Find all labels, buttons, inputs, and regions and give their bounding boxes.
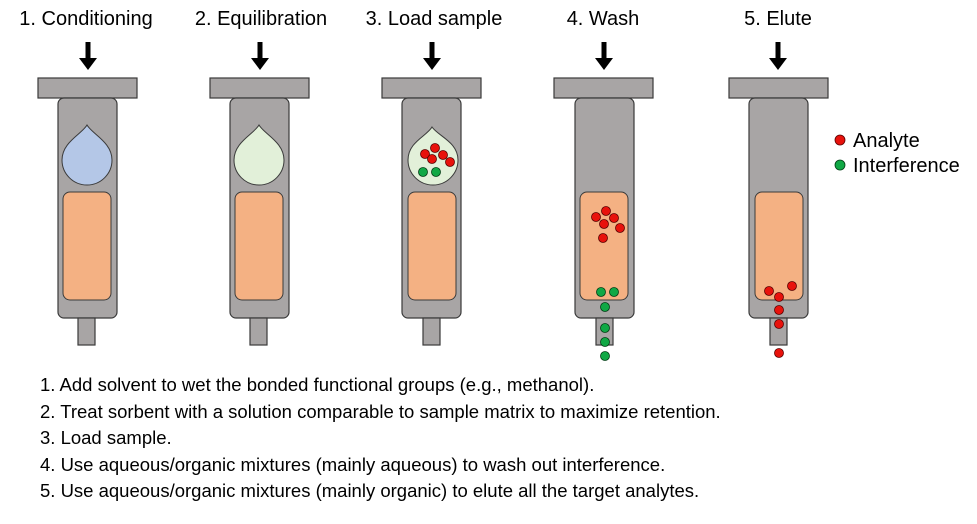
- legend-interference-swatch: [834, 159, 846, 171]
- analyte-dot: [591, 212, 601, 222]
- step-description-5: 5. Use aqueous/organic mixtures (mainly …: [40, 480, 700, 501]
- step-wash: 4. Wash: [553, 8, 654, 361]
- step-title-load-sample: 3. Load sample: [366, 8, 503, 30]
- interference-dot: [600, 302, 610, 312]
- equilibration-solvent-drop: [233, 123, 285, 186]
- sorbent-bed: [407, 191, 457, 301]
- down-arrow-icon: [423, 42, 441, 70]
- cartridge-cap: [37, 77, 138, 99]
- conditioning-solvent-drop: [61, 123, 113, 186]
- cartridge-tip: [77, 317, 96, 346]
- sorbent-bed: [234, 191, 284, 301]
- interference-dot: [600, 323, 610, 333]
- step-conditioning: 1. Conditioning: [19, 8, 153, 346]
- analyte-dot: [601, 206, 611, 216]
- analyte-dot: [599, 219, 609, 229]
- step-description-4: 4. Use aqueous/organic mixtures (mainly …: [40, 453, 666, 475]
- cartridge-tip: [249, 317, 268, 346]
- step-title-elute: 5. Elute: [744, 8, 812, 30]
- analyte-dot: [774, 348, 784, 358]
- analyte-dot: [764, 286, 774, 296]
- analyte-dot: [774, 292, 784, 302]
- interference-dot: [431, 167, 441, 177]
- interference-dot: [609, 287, 619, 297]
- analyte-dot: [615, 223, 625, 233]
- step-title-conditioning: 1. Conditioning: [19, 8, 152, 30]
- step-load-sample: 3. Load sample: [366, 8, 503, 346]
- analyte-dot: [445, 157, 455, 167]
- legend-analyte-swatch: [834, 134, 846, 146]
- legend-interference-label: Interference: [853, 155, 960, 177]
- down-arrow-icon: [79, 42, 97, 70]
- step-descriptions: 1. Add solvent to wet the bonded functio…: [40, 372, 721, 505]
- analyte-dot: [774, 305, 784, 315]
- cartridge-cap: [728, 77, 829, 99]
- sorbent-bed: [62, 191, 112, 301]
- cartridge-cap: [209, 77, 310, 99]
- analyte-dot: [598, 233, 608, 243]
- interference-dot: [596, 287, 606, 297]
- step-title-wash: 4. Wash: [567, 8, 640, 30]
- analyte-dot: [430, 143, 440, 153]
- down-arrow-icon: [595, 42, 613, 70]
- analyte-dot: [609, 213, 619, 223]
- down-arrow-icon: [769, 42, 787, 70]
- cartridge-cap: [381, 77, 482, 99]
- cartridge-cap: [553, 77, 654, 99]
- step-title-equilibration: 2. Equilibration: [195, 8, 327, 30]
- analyte-dot: [787, 281, 797, 291]
- interference-dot: [600, 351, 610, 361]
- step-elute: 5. Elute: [728, 8, 829, 358]
- analyte-dot: [427, 154, 437, 164]
- analyte-dot: [438, 150, 448, 160]
- analyte-dot: [774, 319, 784, 329]
- legend-analyte-label: Analyte: [853, 130, 920, 152]
- analyte-dot: [420, 149, 430, 159]
- legend: Analyte Interference: [834, 130, 960, 177]
- step-equilibration: 2. Equilibration: [195, 8, 327, 346]
- step-description-1: 1. Add solvent to wet the bonded functio…: [40, 374, 595, 395]
- step-description-3: 3. Load sample.: [40, 427, 172, 448]
- cartridge-tip: [422, 317, 441, 346]
- interference-dot: [600, 337, 610, 347]
- interference-dot: [418, 167, 428, 177]
- step-description-2: 2. Treat sorbent with a solution compara…: [40, 400, 721, 422]
- down-arrow-icon: [251, 42, 269, 70]
